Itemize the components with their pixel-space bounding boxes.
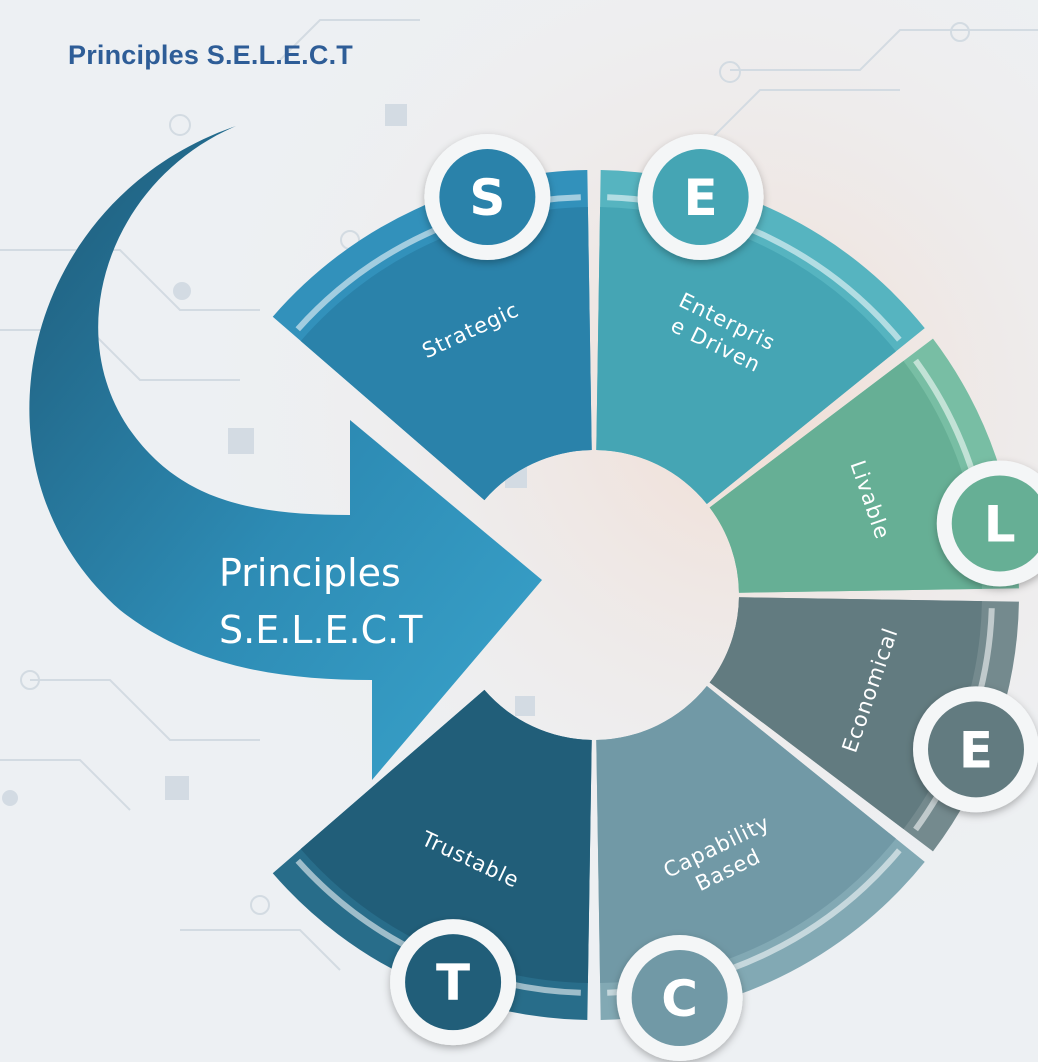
segment-inner xyxy=(709,597,982,830)
curved-arrow xyxy=(29,126,542,780)
badge-core xyxy=(439,149,536,246)
badge-core xyxy=(927,701,1024,798)
segment-inner xyxy=(300,689,592,983)
letter-badge-c: C xyxy=(616,934,743,1061)
segment-inner xyxy=(300,207,592,501)
badge-letter: E xyxy=(959,721,993,779)
badge-core xyxy=(405,934,502,1031)
letter-badge-s: S xyxy=(424,134,551,261)
badge-letter: L xyxy=(984,495,1016,553)
badge-letter: E xyxy=(684,169,718,227)
letter-badge-l: L xyxy=(936,460,1038,587)
segment-inner xyxy=(596,686,896,983)
letter-badge-e2: E xyxy=(913,686,1038,813)
badge-letter: S xyxy=(469,169,505,227)
badge-core xyxy=(652,149,749,246)
page-title: Principles S.E.L.E.C.T xyxy=(68,40,353,70)
segment-inner xyxy=(596,207,896,504)
letter-badge-e1: E xyxy=(637,134,764,261)
segment-t: Trustable xyxy=(272,689,592,1020)
badge-core xyxy=(951,475,1038,572)
badge-core xyxy=(631,949,728,1046)
badge-letter: C xyxy=(661,970,698,1028)
arrow-label-line1: Principles xyxy=(219,551,401,595)
segment-inner xyxy=(709,360,982,593)
letter-badge-t: T xyxy=(390,919,517,1046)
arrow-label-line2: S.E.L.E.C.T xyxy=(219,608,423,652)
badge-letter: T xyxy=(436,954,470,1012)
